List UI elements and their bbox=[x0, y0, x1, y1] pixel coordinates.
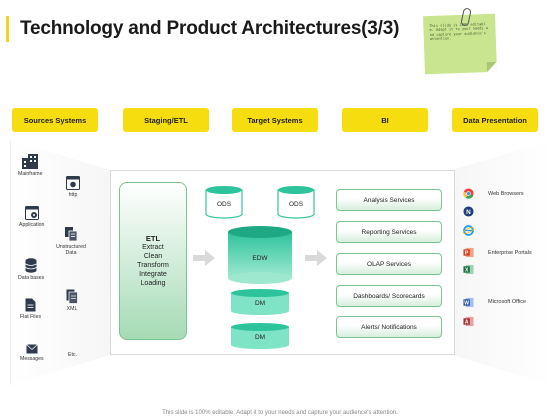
cylinder-shape bbox=[231, 323, 289, 349]
source-messages: Messages bbox=[20, 344, 44, 362]
svg-text:N: N bbox=[466, 209, 471, 216]
bi-analysis-services: Analysis Services bbox=[336, 189, 442, 211]
etl-step: Transform bbox=[137, 262, 169, 269]
ods-cylinder-right: ODS bbox=[277, 185, 315, 219]
bi-reporting-services: Reporting Services bbox=[336, 221, 442, 243]
dm-cylinder-top: DM bbox=[230, 288, 290, 316]
xml-file-icon bbox=[66, 289, 78, 304]
source-databases: Data bases bbox=[18, 258, 44, 281]
source-label: Data bases bbox=[18, 275, 45, 281]
dm-label: DM bbox=[254, 334, 266, 341]
presentation-label-microsoft-office: Microsoft Office bbox=[488, 299, 527, 305]
etl-box: ETL Extract Clean Transform Integrate Lo… bbox=[119, 182, 187, 340]
envelope-icon bbox=[26, 344, 38, 354]
application-icon bbox=[24, 206, 39, 220]
word-icon: W bbox=[463, 297, 474, 308]
title-accent-bar bbox=[6, 16, 9, 42]
source-label: XML bbox=[66, 306, 78, 312]
cylinder-shape bbox=[231, 289, 289, 315]
presentation-panel bbox=[452, 140, 552, 385]
source-application: Application bbox=[19, 206, 44, 228]
source-mainframe: Mainframe bbox=[18, 153, 43, 177]
edw-cylinder: EDW bbox=[227, 225, 293, 285]
etl-step: Clean bbox=[143, 253, 163, 260]
bi-alerts-notifications: Alerts/ Notifications bbox=[336, 316, 442, 338]
dm-cylinder-bottom: DM bbox=[230, 322, 290, 350]
header-staging-etl: Staging/ETL bbox=[123, 108, 209, 132]
header-sources-systems: Sources Systems bbox=[12, 108, 98, 132]
etl-step: Loading bbox=[140, 280, 166, 287]
svg-text:X: X bbox=[465, 267, 469, 273]
bi-dashboards-scorecards: Dashboards/ Scorecards bbox=[336, 285, 442, 307]
etl-title: ETL bbox=[145, 234, 161, 243]
source-unstructured-data: Unstructured Data bbox=[56, 226, 86, 256]
web-page-icon bbox=[66, 176, 80, 190]
etl-step: Extract bbox=[142, 244, 164, 251]
ods-label: ODS bbox=[216, 201, 232, 208]
arrow-right-icon bbox=[193, 250, 215, 266]
flat-file-icon bbox=[25, 298, 36, 312]
unstructured-data-icon bbox=[65, 227, 78, 242]
ods-cylinder-left: ODS bbox=[205, 185, 243, 219]
svg-text:W: W bbox=[464, 300, 469, 306]
internet-explorer-icon bbox=[463, 225, 474, 236]
powerpoint-icon: P bbox=[463, 247, 474, 258]
etl-step: Integrate bbox=[139, 271, 167, 278]
header-data-presentation: Data Presentation bbox=[452, 108, 538, 132]
cylinder-shape bbox=[205, 186, 243, 219]
access-icon: A bbox=[463, 316, 474, 327]
source-label: Messages bbox=[20, 356, 44, 362]
source-label: Application bbox=[19, 222, 45, 228]
source-label: Etc. bbox=[68, 352, 77, 358]
footer-text: This slide is 100% editable. Adapt it to… bbox=[162, 410, 398, 416]
presentation-label-web-browsers: Web Browsers bbox=[488, 191, 524, 197]
page-title: Technology and Product Architectures(3/3… bbox=[20, 18, 400, 39]
edw-label: EDW bbox=[252, 255, 268, 262]
cylinder-shape bbox=[228, 226, 292, 284]
presentation-label-enterprise-portals: Enterprise Portals bbox=[488, 250, 532, 256]
header-bi: BI bbox=[342, 108, 428, 132]
excel-icon: X bbox=[463, 264, 474, 275]
source-http: http bbox=[66, 176, 80, 198]
source-label: http bbox=[68, 192, 78, 198]
source-etc: Etc. bbox=[68, 350, 77, 358]
ods-label: ODS bbox=[288, 201, 304, 208]
arrow-right-icon bbox=[305, 250, 327, 266]
database-icon bbox=[25, 258, 37, 273]
header-target-systems: Target Systems bbox=[232, 108, 318, 132]
chrome-icon bbox=[463, 188, 474, 199]
sticky-note-text: This slide is 100% editable. Adapt it to… bbox=[429, 22, 488, 42]
source-label: Unstructured Data bbox=[56, 244, 86, 256]
source-label: Mainframe bbox=[18, 171, 43, 177]
source-xml: XML bbox=[66, 289, 78, 312]
svg-text:A: A bbox=[465, 319, 469, 325]
source-flat-files: Flat Files bbox=[20, 298, 41, 320]
svg-text:P: P bbox=[465, 250, 469, 256]
dm-label: DM bbox=[254, 300, 266, 307]
bi-olap-services: OLAP Services bbox=[336, 253, 442, 275]
netscape-icon: N bbox=[463, 206, 474, 217]
source-label: Flat Files bbox=[20, 314, 42, 320]
cylinder-shape bbox=[277, 186, 315, 219]
building-icon bbox=[22, 154, 39, 169]
